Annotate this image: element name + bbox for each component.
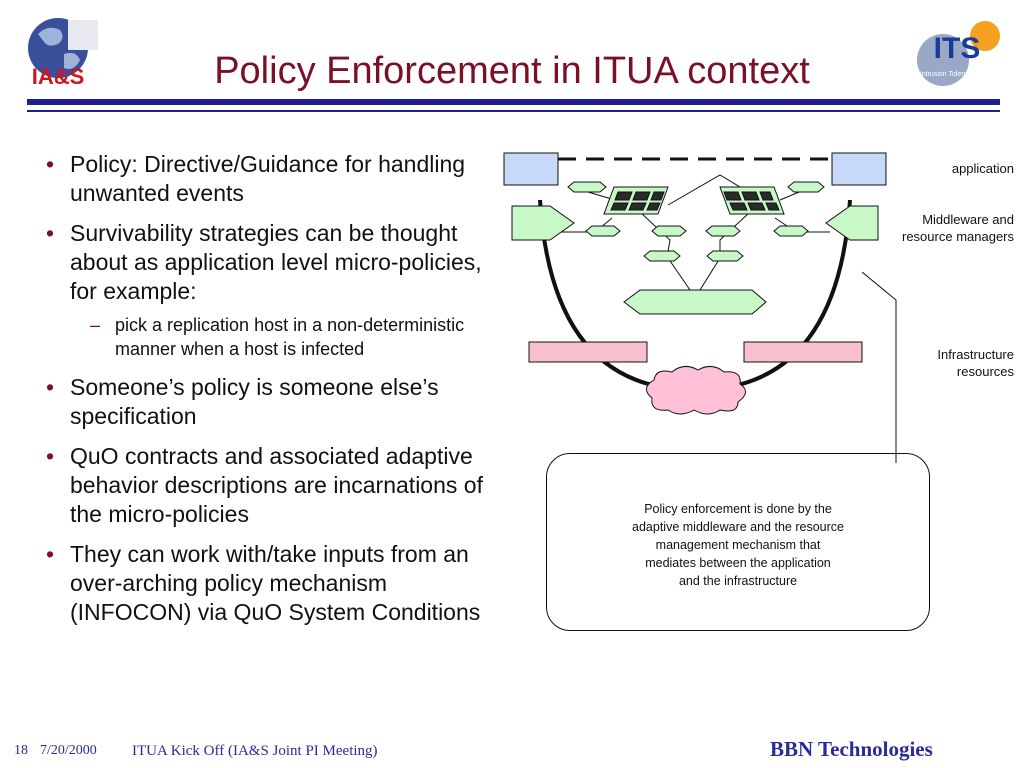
architecture-diagram: [503, 152, 897, 420]
bullet-item: Someone’s policy is someone else’s speci…: [40, 373, 510, 431]
middleware-component: [651, 225, 687, 237]
its-logo-text: ITS: [934, 32, 981, 65]
middleware-components: [567, 181, 825, 262]
globe-icon: [917, 34, 969, 86]
middleware-manager-left: [511, 205, 575, 241]
ias-logo-text: IA&S: [32, 64, 85, 89]
callout-leader: [861, 271, 897, 420]
callout-line: adaptive middleware and the resource: [632, 520, 844, 534]
globe-landmass: [38, 27, 80, 69]
middleware-grid-right: [719, 186, 785, 215]
title-rule-thick: [27, 99, 1000, 105]
policy-enforcement-callout: Policy enforcement is done by the adapti…: [546, 453, 930, 631]
footer-event: ITUA Kick Off (IA&S Joint PI Meeting): [132, 743, 378, 759]
title-rule-thin: [27, 110, 1000, 112]
label-infrastructure-line: resources: [956, 364, 1014, 379]
its-logo-subtext: Intrusion Tolerant Systems: [920, 71, 1003, 78]
flag-stripe: [68, 20, 98, 50]
middleware-component: [567, 181, 607, 193]
bullet-list: Policy: Directive/Guidance for handling …: [40, 150, 510, 638]
middleware-manager-right: [825, 205, 879, 241]
infrastructure-bar-left: [528, 341, 648, 363]
middleware-grid-left: [603, 186, 669, 215]
its-logo: ITS Intrusion Tolerant Systems: [917, 21, 1003, 86]
sub-bullet-item: pick a replication host in a non-determi…: [40, 313, 510, 361]
footer-page-number: 18: [14, 743, 28, 758]
label-application: application: [874, 160, 1014, 177]
label-infrastructure: Infrastructure resources: [874, 346, 1014, 380]
middleware-component: [643, 250, 681, 262]
label-middleware-line: Middleware and: [922, 212, 1014, 227]
bullet-item: Survivability strategies can be thought …: [40, 219, 510, 306]
application-box-left: [503, 152, 559, 186]
callout-line: and the infrastructure: [678, 574, 798, 588]
network-cloud: [646, 366, 746, 415]
footer-brand: BBN Technologies: [770, 737, 933, 761]
label-middleware: Middleware and resource managers: [874, 211, 1014, 245]
slide-title: Policy Enforcement in ITUA context: [214, 50, 810, 92]
callout-line: management mechanism that: [655, 538, 821, 552]
label-infrastructure-line: Infrastructure: [937, 347, 1014, 362]
middleware-component: [705, 225, 741, 237]
middleware-component: [787, 181, 825, 193]
label-middleware-line: resource managers: [902, 229, 1014, 244]
callout-leader-tail: [895, 415, 897, 463]
footer-date: 7/20/2000: [40, 743, 97, 758]
middleware-component: [585, 225, 621, 237]
bullet-item: Policy: Directive/Guidance for handling …: [40, 150, 510, 208]
callout-line: Policy enforcement is done by the: [644, 502, 832, 516]
bullet-item: They can work with/take inputs from an o…: [40, 540, 510, 627]
resource-management-mechanism: [623, 289, 767, 315]
application-box-right: [831, 152, 887, 186]
middleware-component: [706, 250, 744, 262]
ias-logo: IA&S: [28, 18, 98, 89]
infrastructure-bar-right: [743, 341, 863, 363]
bullet-item: QuO contracts and associated adaptive be…: [40, 442, 510, 529]
middleware-component: [773, 225, 809, 237]
label-application-text: application: [951, 161, 1014, 176]
callout-line: mediates between the application: [645, 556, 831, 570]
sun-icon: [970, 21, 1000, 51]
callout-text: Policy enforcement is done by the adapti…: [547, 500, 929, 590]
